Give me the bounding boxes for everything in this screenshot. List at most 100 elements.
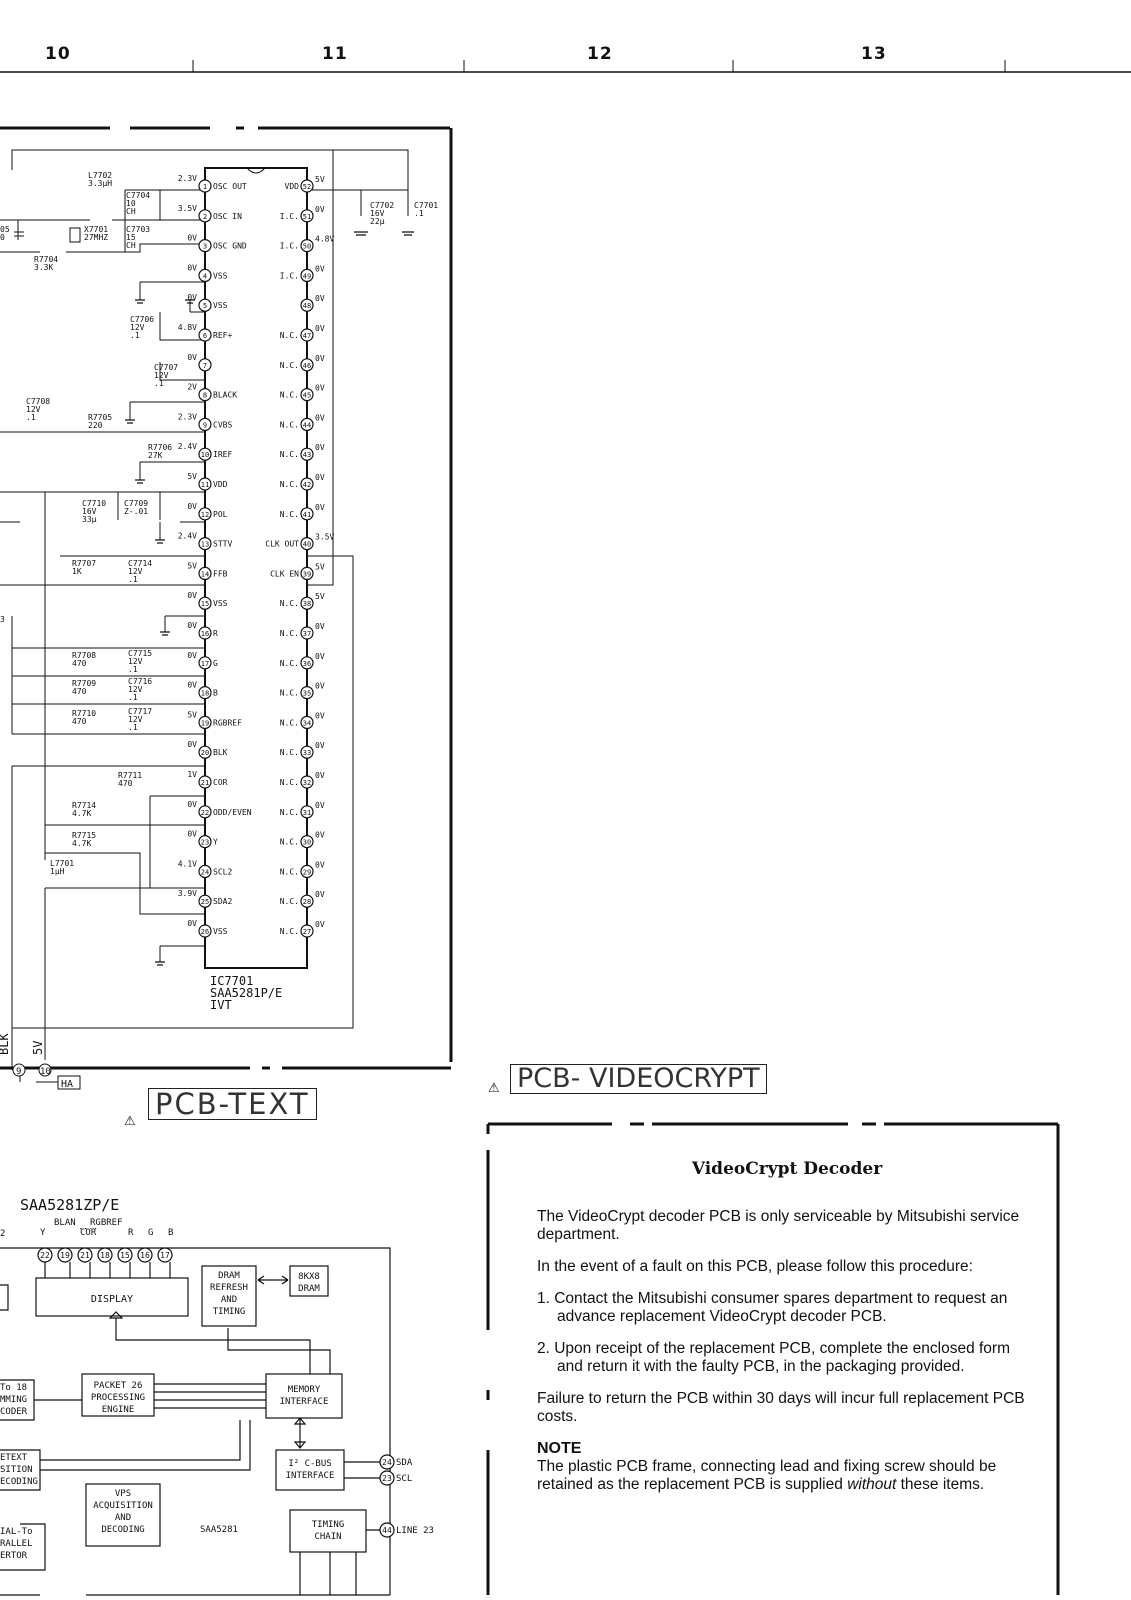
ic-pin-circle bbox=[300, 834, 314, 849]
c7716-ref: C7716 bbox=[128, 677, 152, 686]
ic-pin-voltage: 0V bbox=[315, 264, 325, 273]
ic-pin-voltage: 0V bbox=[187, 919, 197, 928]
ic-pin-circle bbox=[198, 834, 212, 849]
ic-pin-voltage: 0V bbox=[187, 830, 197, 839]
x7701-ref: X7701 bbox=[84, 225, 108, 234]
c7706-value: .1 bbox=[130, 331, 140, 340]
warning-icon: ⚠ bbox=[124, 1113, 136, 1128]
ic-pin-voltage: 5V bbox=[315, 592, 325, 601]
ic-pin-voltage: 0V bbox=[315, 890, 325, 899]
bd-pin-circle bbox=[117, 1247, 133, 1263]
r7708-ref: R7708 bbox=[72, 651, 96, 660]
ic-pin-name: B bbox=[213, 689, 218, 698]
ic-pin-number: 29 bbox=[303, 868, 311, 876]
ic-pin-circle bbox=[300, 656, 314, 670]
r7709-value: 470 bbox=[72, 687, 87, 696]
partial-cap-ref: 05 bbox=[0, 225, 10, 234]
block-memory-l1: MEMORY bbox=[288, 1385, 321, 1395]
ic-pin-number: 51 bbox=[303, 213, 311, 221]
ic-pin-name: OSC OUT bbox=[213, 182, 247, 191]
notice-note-text: The plastic PCB frame, connecting lead a… bbox=[537, 1458, 997, 1493]
r7709-ref: R7709 bbox=[72, 679, 96, 688]
block-diagram-lead: 2 bbox=[0, 1229, 5, 1239]
block-packet26-l3: ENGINE bbox=[102, 1405, 135, 1415]
ic-pin-circle bbox=[198, 924, 212, 938]
ic-pin-name: I.C. bbox=[280, 212, 299, 221]
ic-pin-circle bbox=[198, 656, 212, 670]
bd-pin-number: 21 bbox=[80, 1251, 90, 1260]
ic-pin-circle bbox=[198, 894, 212, 908]
connector-ha-label: HA bbox=[61, 1079, 73, 1090]
c7717-value: .1 bbox=[128, 723, 138, 732]
ic-pin-circle bbox=[300, 924, 314, 938]
notice-step-1: 1. Contact the Mitsubishi consumer spare… bbox=[537, 1290, 1008, 1325]
ic-pin-number: 36 bbox=[303, 660, 311, 668]
bd-pin-name-g: G bbox=[148, 1228, 153, 1238]
ic-pin-voltage: 3.5V bbox=[178, 204, 197, 213]
c7714-value: .1 bbox=[128, 575, 138, 584]
c7715-value: .1 bbox=[128, 665, 138, 674]
block-chip-label: SAA5281 bbox=[200, 1525, 238, 1535]
ic-pin-voltage: 2.4V bbox=[178, 532, 197, 541]
notice-paragraph-3: Failure to return the PCB within 30 days… bbox=[537, 1390, 1025, 1425]
ic-pin-number: 5 bbox=[203, 302, 207, 310]
ic-pin-name: N.C. bbox=[280, 778, 299, 787]
ic-pin-name: CLK EN bbox=[270, 569, 299, 578]
ic-pin-number: 18 bbox=[201, 690, 209, 698]
ic-pin-voltage: 0V bbox=[315, 205, 325, 214]
ic-pin-circle bbox=[198, 417, 212, 431]
block-dram-refresh-l2: REFRESH bbox=[210, 1283, 248, 1293]
ic-pin-voltage: 0V bbox=[315, 920, 325, 929]
ic-pin-circle bbox=[300, 179, 314, 193]
r7710-ref: R7710 bbox=[72, 709, 96, 718]
l7702-value: 3.3μH bbox=[88, 179, 112, 188]
ic-pin-number: 17 bbox=[201, 660, 209, 668]
ic-pin-name: VSS bbox=[213, 271, 228, 280]
ic-pin-name: N.C. bbox=[280, 480, 299, 489]
notice-note-text-end: these items. bbox=[896, 1476, 985, 1493]
bd-pin-name-r: R bbox=[128, 1228, 134, 1238]
ic-pin-name: VSS bbox=[213, 301, 228, 310]
ic-pin-circle bbox=[198, 179, 212, 193]
ic-pin-circle bbox=[300, 775, 314, 789]
bd-pin-number: 17 bbox=[160, 1251, 170, 1260]
block-packet26-l2: PROCESSING bbox=[91, 1393, 145, 1403]
ic-pin-circle bbox=[198, 536, 212, 551]
ic-pin-name: OSC GND bbox=[213, 242, 247, 251]
ic-pin-number: 3 bbox=[203, 243, 207, 251]
ic-pin-circle bbox=[300, 715, 314, 730]
ic-pin-number: 7 bbox=[203, 362, 207, 370]
ic-pin-voltage: 0V bbox=[315, 801, 325, 810]
r7714-ref: R7714 bbox=[72, 801, 96, 810]
ic-pin-name: SDA2 bbox=[213, 897, 232, 906]
r7711-value: 470 bbox=[118, 779, 133, 788]
block-dram-refresh-l3: AND bbox=[221, 1295, 237, 1305]
bd-pin-number: 24 bbox=[382, 1458, 392, 1467]
bd-pin-number: 22 bbox=[40, 1251, 50, 1260]
ic-pin-circle bbox=[198, 388, 212, 402]
ic-pin-name: VSS bbox=[213, 599, 228, 608]
ic-pin-voltage: 0V bbox=[315, 294, 325, 303]
bd-pin-number: 19 bbox=[60, 1251, 70, 1260]
column-number-12: 12 bbox=[587, 44, 613, 64]
l7702-ref: L7702 bbox=[88, 171, 112, 180]
ic-pin-number: 12 bbox=[201, 511, 209, 519]
ic-pin-number: 19 bbox=[201, 719, 209, 727]
ic-pin-circle bbox=[300, 566, 314, 581]
ic-pin-voltage: 0V bbox=[187, 651, 197, 660]
ic-pin-voltage: 0V bbox=[187, 681, 197, 690]
block-i2c-l2: INTERFACE bbox=[286, 1471, 335, 1481]
r7704-value: 3.3K bbox=[34, 263, 53, 272]
c7706-ref: C7706 bbox=[130, 315, 154, 324]
ic-pin-number: 28 bbox=[303, 898, 311, 906]
bd-pin-circle bbox=[157, 1247, 173, 1263]
ic-pin-name: POL bbox=[213, 510, 228, 519]
ic-pin-name: N.C. bbox=[280, 718, 299, 727]
ic-pin-voltage: 0V bbox=[315, 622, 325, 631]
c7701-ref: C7701 bbox=[414, 201, 438, 210]
r7707-ref: R7707 bbox=[72, 559, 96, 568]
ic-pin-name: N.C. bbox=[280, 450, 299, 459]
bd-pin-number: 23 bbox=[382, 1474, 392, 1483]
ic-pin-name: STTV bbox=[213, 540, 232, 549]
r7704-ref: R7704 bbox=[34, 255, 58, 264]
